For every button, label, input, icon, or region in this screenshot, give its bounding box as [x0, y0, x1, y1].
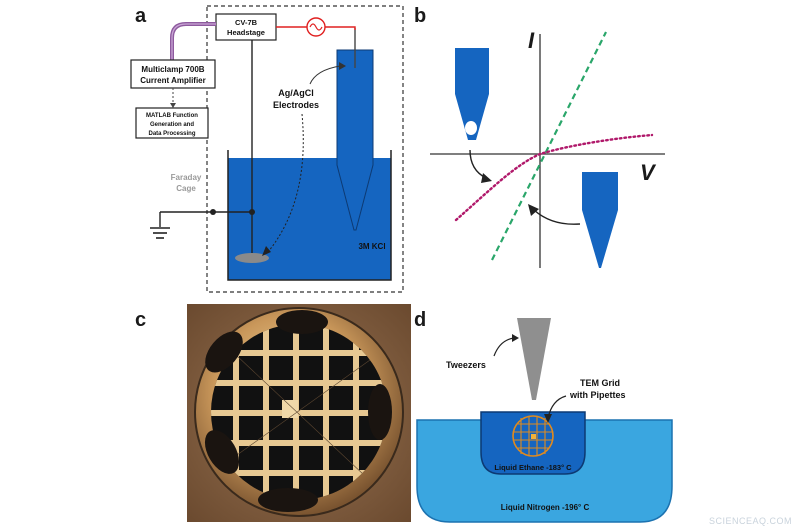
panel-a: a CV-7B Headstage	[130, 5, 404, 293]
c-pipette-shadow-1	[219, 339, 381, 491]
b-linear-iv-curve	[491, 31, 607, 261]
electrodes-arrow-bottom-head	[262, 246, 271, 256]
panel-c-letter: c	[135, 309, 146, 331]
d-grid-arrow-head	[544, 414, 552, 423]
c-clamp-blobs	[204, 310, 392, 512]
b-arrow-2	[533, 209, 581, 225]
amplifier-box	[130, 59, 216, 89]
d-ethane-label: Liquid Ethane -183° C	[494, 463, 572, 472]
d-nitrogen-label: Liquid Nitrogen -196° C	[501, 503, 590, 512]
d-liquid-ethane-cup	[480, 411, 586, 475]
b-rectifying-iv-curve	[454, 133, 654, 222]
panel-b-letter: b	[414, 5, 426, 27]
b-pipette-bubble	[465, 121, 477, 135]
d-tem-grid-icon	[512, 415, 554, 457]
b-arrow-1-head	[481, 173, 492, 183]
d-tweezers	[517, 318, 551, 400]
matlab-label-line2: Generation and	[150, 122, 194, 128]
source-wire-right	[325, 26, 356, 30]
matlab-label-line3: Data Processing	[148, 131, 195, 137]
electrodes-arrow-top	[309, 65, 341, 85]
electrodes-arrow-top-head	[339, 62, 346, 70]
d-tweezers-arrow-head	[512, 334, 519, 342]
c-center-marker	[282, 400, 298, 418]
amplifier-cable	[170, 22, 216, 60]
kcl-label: 3M KCl	[358, 242, 385, 251]
c-pipette-shadow-2	[229, 359, 371, 461]
matlab-link-arrow	[170, 103, 176, 108]
electrodes-arrow-bottom	[267, 113, 304, 253]
panel-a-letter: a	[135, 5, 147, 27]
pipette	[336, 49, 374, 231]
faraday-label-line2: Cage	[176, 184, 196, 193]
electrodes-label-line1: Ag/AgCl	[278, 88, 314, 98]
headstage-label-line2: Headstage	[227, 28, 265, 37]
b-pipette-blocked	[455, 48, 489, 140]
d-tweezers-label: Tweezers	[446, 360, 486, 370]
faraday-cage	[206, 5, 404, 293]
headstage-label-line1: CV-7B	[235, 18, 258, 27]
ground-junction-2	[249, 209, 255, 215]
matlab-label-line1: MATLAB Function	[146, 113, 198, 119]
ac-source-wave	[309, 23, 323, 31]
b-pipette-open	[582, 172, 618, 268]
d-tweezers-arrow	[493, 337, 515, 357]
panel-c: c	[135, 304, 411, 522]
bath-electrode	[235, 253, 269, 263]
beaker	[227, 150, 392, 281]
b-arrow-2-head	[528, 204, 539, 216]
matlab-box	[135, 107, 209, 139]
electrodes-label-line2: Electrodes	[273, 100, 319, 110]
b-y-axis-label: I	[528, 28, 535, 53]
amplifier-label-line1: Multiclamp 700B	[141, 65, 204, 74]
d-grid-label-line2: with Pipettes	[569, 390, 626, 400]
amplifier-cable-highlight	[171, 23, 216, 60]
amplifier-label-line2: Current Amplifier	[140, 76, 206, 85]
b-x-axis-label: V	[640, 160, 657, 185]
ground-icon	[150, 227, 170, 239]
ground-junction-1	[210, 209, 216, 215]
panel-d-letter: d	[414, 309, 426, 331]
faraday-label-line1: Faraday	[171, 173, 202, 182]
panel-b: b I V	[414, 5, 665, 268]
c-grid-bars	[211, 324, 387, 500]
d-grid-label-line1: TEM Grid	[580, 378, 620, 388]
panel-d: d Tweezers TEM Grid	[414, 309, 673, 523]
watermark: SCIENCEAQ.COM	[709, 516, 792, 526]
